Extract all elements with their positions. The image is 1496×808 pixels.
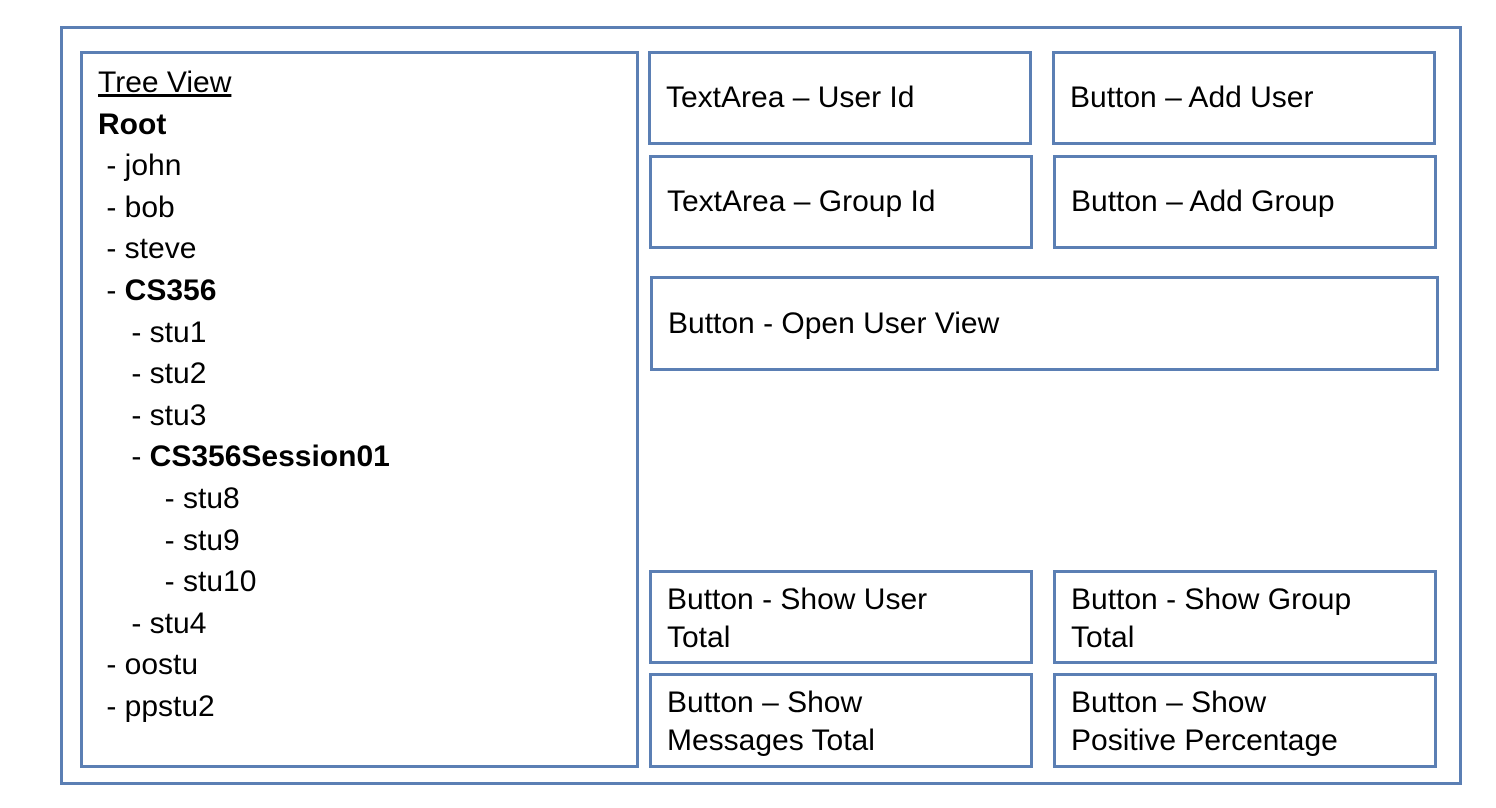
tree-node-prefix: - [98, 440, 150, 474]
tree-node[interactable]: - CS356 [98, 270, 636, 312]
show-messages-total-button[interactable]: Button – Show Messages Total [649, 673, 1033, 768]
show-user-total-line-2: Total [667, 621, 731, 654]
user-id-textarea-label: TextArea – User Id [666, 81, 915, 114]
tree-node-prefix: - [98, 648, 125, 682]
tree-node[interactable]: - stu2 [98, 353, 636, 395]
group-id-textarea-label: TextArea – Group Id [667, 185, 936, 218]
show-group-total-line-1: Button - Show Group [1071, 583, 1352, 616]
user-id-textarea[interactable]: TextArea – User Id [648, 51, 1032, 145]
tree-node-label: oostu [124, 648, 199, 682]
tree-view-panel[interactable]: Tree View Root - john - bob - steve - CS… [80, 51, 639, 768]
tree-node-prefix: - [98, 481, 184, 515]
tree-node[interactable]: - steve [98, 228, 636, 270]
tree-node-prefix: - [98, 689, 125, 723]
tree-node-prefix: - [98, 398, 150, 432]
tree-items: - john - bob - steve - CS356 - stu1 - st… [98, 145, 636, 727]
tree-node-label: stu3 [149, 398, 207, 432]
show-group-total-line-2: Total [1071, 621, 1135, 654]
show-messages-total-line-1: Button – Show [667, 686, 863, 719]
add-user-button[interactable]: Button – Add User [1052, 51, 1436, 145]
tree-node-prefix: - [98, 606, 150, 640]
tree-node-label: CS356Session01 [149, 440, 390, 474]
tree-node[interactable]: - bob [98, 187, 636, 229]
add-user-button-label: Button – Add User [1070, 81, 1314, 114]
show-messages-total-line-2: Messages Total [667, 724, 875, 757]
tree-node-prefix: - [98, 357, 150, 391]
show-positive-percentage-button-label: Button – Show Positive Percentage [1071, 684, 1338, 760]
tree-node-prefix: - [98, 149, 125, 183]
show-user-total-button[interactable]: Button - Show User Total [649, 570, 1033, 664]
add-group-button-label: Button – Add Group [1071, 185, 1335, 218]
tree-node[interactable]: - stu10 [98, 561, 636, 603]
show-user-total-line-1: Button - Show User [667, 583, 928, 616]
tree-node[interactable]: - stu1 [98, 312, 636, 354]
tree-node-label: steve [124, 232, 197, 266]
tree-node-prefix: - [98, 273, 125, 307]
tree-node[interactable]: - stu8 [98, 478, 636, 520]
open-user-view-button[interactable]: Button - Open User View [650, 276, 1439, 371]
tree-node-prefix: - [98, 232, 125, 266]
show-positive-percentage-button[interactable]: Button – Show Positive Percentage [1053, 673, 1437, 768]
add-group-button[interactable]: Button – Add Group [1053, 155, 1437, 249]
tree-node[interactable]: - john [98, 145, 636, 187]
tree-node-label: stu10 [183, 565, 257, 599]
tree-node-label: stu4 [149, 606, 207, 640]
show-group-total-button-label: Button - Show Group Total [1071, 581, 1351, 657]
tree-node-label: stu1 [149, 315, 207, 349]
tree-node-label: stu2 [149, 357, 207, 391]
show-user-total-button-label: Button - Show User Total [667, 581, 927, 657]
show-positive-percentage-line-1: Button – Show [1071, 686, 1267, 719]
tree-node[interactable]: - stu3 [98, 395, 636, 437]
tree-node[interactable]: - stu9 [98, 520, 636, 562]
group-id-textarea[interactable]: TextArea – Group Id [649, 155, 1033, 249]
tree-node-label: stu9 [183, 523, 240, 557]
tree-node-prefix: - [98, 523, 184, 557]
tree-node-label: ppstu2 [124, 689, 215, 723]
tree-node-prefix: - [98, 190, 125, 224]
tree-node-label: stu8 [183, 481, 240, 515]
tree-node-prefix: - [98, 565, 184, 599]
show-positive-percentage-line-2: Positive Percentage [1071, 724, 1338, 757]
tree-node[interactable]: - stu4 [98, 603, 636, 645]
tree-node[interactable]: - oostu [98, 644, 636, 686]
show-group-total-button[interactable]: Button - Show Group Total [1053, 570, 1437, 664]
tree-node-label: john [124, 149, 182, 183]
tree-root-node[interactable]: Root [98, 107, 167, 141]
show-messages-total-button-label: Button – Show Messages Total [667, 684, 875, 760]
open-user-view-button-label: Button - Open User View [668, 306, 1000, 340]
tree-node[interactable]: - CS356Session01 [98, 436, 636, 478]
tree-node-label: bob [124, 190, 175, 224]
tree-node[interactable]: - ppstu2 [98, 686, 636, 728]
tree-node-label: CS356 [124, 273, 217, 307]
tree-node-prefix: - [98, 315, 150, 349]
tree-view-title: Tree View [98, 66, 232, 99]
